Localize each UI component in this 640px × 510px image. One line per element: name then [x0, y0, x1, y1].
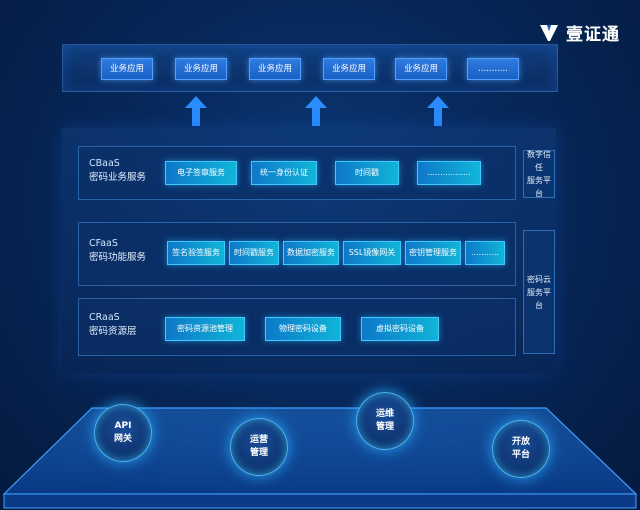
service-item[interactable]: 时间戳服务	[229, 241, 279, 265]
service-item[interactable]: 物理密码设备	[265, 317, 341, 341]
arrow-up-icon	[185, 96, 207, 126]
service-item[interactable]: 电子签章服务	[165, 161, 237, 185]
bubble-line: 网关	[113, 434, 132, 444]
layer-name: 密码功能服务	[89, 252, 147, 263]
app-item[interactable]: 业务应用	[323, 58, 375, 80]
bubble-line: 管理	[375, 422, 394, 432]
layer-title: CRaaS 密码资源层	[89, 311, 137, 339]
arrow-up-icon	[427, 96, 449, 126]
bubble-line: 开放	[511, 437, 530, 447]
app-item[interactable]: 业务应用	[395, 58, 447, 80]
app-item[interactable]: 业务应用	[101, 58, 153, 80]
side-panel-crypto-cloud[interactable]: 密码云 服务平台	[523, 230, 555, 354]
layer-title: CBaaS 密码业务服务	[89, 157, 146, 185]
layer-code: CBaaS	[89, 158, 120, 169]
service-item[interactable]: 虚拟密码设备	[361, 317, 439, 341]
service-item-more[interactable]: ...........	[465, 241, 505, 265]
layer-name: 密码业务服务	[89, 172, 147, 183]
service-item[interactable]: 数据加密服务	[283, 241, 339, 265]
layer-code: CFaaS	[89, 238, 118, 249]
bubble-line: 管理	[249, 448, 268, 458]
service-item-more[interactable]: .................	[417, 161, 481, 185]
bubble-maintenance-management[interactable]: 运维 管理	[356, 392, 414, 450]
service-item[interactable]: 密码资源池管理	[165, 317, 245, 341]
app-item-more[interactable]: ...........	[467, 58, 519, 80]
platform-base	[2, 407, 638, 509]
brand-mark-icon	[540, 24, 558, 41]
layer-cbaas: CBaaS 密码业务服务 电子签章服务 统一身份认证 时间戳 .........…	[78, 146, 516, 200]
service-item[interactable]: 时间戳	[335, 161, 399, 185]
layer-name: 密码资源层	[89, 326, 137, 337]
bubble-operations-management[interactable]: 运营 管理	[230, 418, 288, 476]
service-item[interactable]: SSL镜像网关	[343, 241, 401, 265]
layer-title: CFaaS 密码功能服务	[89, 237, 146, 265]
service-item[interactable]: 签名验签服务	[167, 241, 225, 265]
layer-code: CRaaS	[89, 312, 120, 323]
app-item[interactable]: 业务应用	[249, 58, 301, 80]
bubble-line: 运营	[249, 435, 268, 445]
arrow-up-icon	[305, 96, 327, 126]
layer-craas: CRaaS 密码资源层 密码资源池管理 物理密码设备 虚拟密码设备	[78, 298, 516, 356]
brand-name: 壹证通	[566, 25, 620, 45]
side-panel-line: 服务平台	[527, 176, 551, 198]
layer-cfaas: CFaaS 密码功能服务 签名验签服务 时间戳服务 数据加密服务 SSL镜像网关…	[78, 222, 516, 286]
application-layer: 业务应用 业务应用 业务应用 业务应用 业务应用 ...........	[62, 44, 558, 92]
bubble-line: API	[114, 421, 132, 431]
bubble-open-platform[interactable]: 开放 平台	[492, 420, 550, 478]
bubble-line: 运维	[375, 409, 394, 419]
side-panel-digital-trust[interactable]: 数字信任 服务平台	[523, 150, 555, 198]
service-item[interactable]: 密钥管理服务	[405, 241, 461, 265]
service-item[interactable]: 统一身份认证	[251, 161, 317, 185]
bubble-api-gateway[interactable]: API 网关	[94, 404, 152, 462]
side-panel-line: 数字信任	[527, 150, 551, 172]
app-item[interactable]: 业务应用	[175, 58, 227, 80]
side-panel-line: 密码云	[527, 274, 551, 284]
side-panel-line: 服务平台	[527, 287, 551, 310]
brand-logo: 壹证通	[538, 20, 620, 45]
bubble-line: 平台	[511, 450, 530, 460]
